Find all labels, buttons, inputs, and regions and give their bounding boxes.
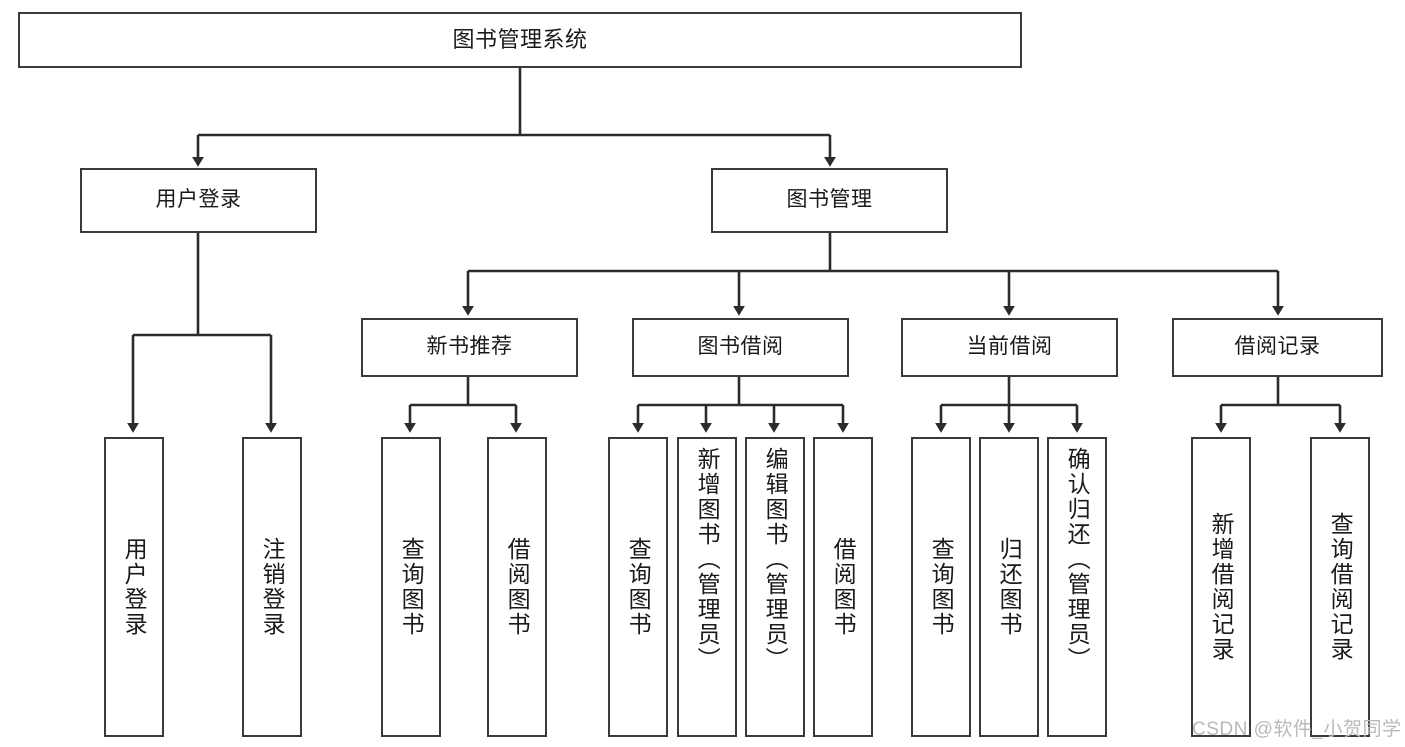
node-label: 用户登录 — [155, 188, 242, 212]
node-book-management[interactable]: 图书管理 — [711, 168, 948, 233]
node-label: 图书管理系统 — [452, 27, 588, 53]
leaf-current-borrow-return[interactable]: 归还图书 — [979, 437, 1039, 737]
node-label: 借阅记录 — [1234, 335, 1321, 359]
node-label: 借阅图书 — [504, 537, 531, 637]
node-label: 注销登录 — [259, 537, 286, 637]
node-label: 归还图书 — [996, 537, 1023, 637]
node-current-borrow[interactable]: 当前借阅 — [901, 318, 1118, 377]
node-label: 编辑图书（管理员） — [762, 447, 789, 672]
node-root-library-system[interactable]: 图书管理系统 — [18, 12, 1022, 68]
leaf-borrow-record-add[interactable]: 新增借阅记录 — [1191, 437, 1251, 737]
leaf-current-borrow-query[interactable]: 查询图书 — [911, 437, 971, 737]
node-label: 确认归还（管理员） — [1064, 447, 1091, 672]
node-borrow-record[interactable]: 借阅记录 — [1172, 318, 1383, 377]
node-label: 查询借阅记录 — [1327, 512, 1354, 662]
node-label: 新增图书（管理员） — [694, 447, 721, 672]
node-label: 查询图书 — [625, 537, 652, 637]
node-label: 新书推荐 — [426, 335, 513, 359]
leaf-book-borrow-add[interactable]: 新增图书（管理员） — [677, 437, 737, 737]
leaf-current-borrow-confirm-return[interactable]: 确认归还（管理员） — [1047, 437, 1107, 737]
node-label: 借阅图书 — [830, 537, 857, 637]
node-label: 新增借阅记录 — [1208, 512, 1235, 662]
leaf-new-book-borrow[interactable]: 借阅图书 — [487, 437, 547, 737]
node-label: 查询图书 — [928, 537, 955, 637]
leaf-new-book-query[interactable]: 查询图书 — [381, 437, 441, 737]
leaf-user-login-signin[interactable]: 用户登录 — [104, 437, 164, 737]
node-book-borrow[interactable]: 图书借阅 — [632, 318, 849, 377]
node-label: 图书管理 — [786, 188, 873, 212]
node-label: 查询图书 — [398, 537, 425, 637]
leaf-borrow-record-query[interactable]: 查询借阅记录 — [1310, 437, 1370, 737]
leaf-book-borrow-edit[interactable]: 编辑图书（管理员） — [745, 437, 805, 737]
node-label: 图书借阅 — [697, 335, 784, 359]
csdn-watermark: CSDN @软件_小贺同学 — [1192, 719, 1402, 740]
leaf-book-borrow-lend[interactable]: 借阅图书 — [813, 437, 873, 737]
node-label: 用户登录 — [121, 537, 148, 637]
node-new-book-recommend[interactable]: 新书推荐 — [361, 318, 578, 377]
node-label: 当前借阅 — [966, 335, 1053, 359]
leaf-user-login-signout[interactable]: 注销登录 — [242, 437, 302, 737]
leaf-book-borrow-query[interactable]: 查询图书 — [608, 437, 668, 737]
node-user-login[interactable]: 用户登录 — [80, 168, 317, 233]
